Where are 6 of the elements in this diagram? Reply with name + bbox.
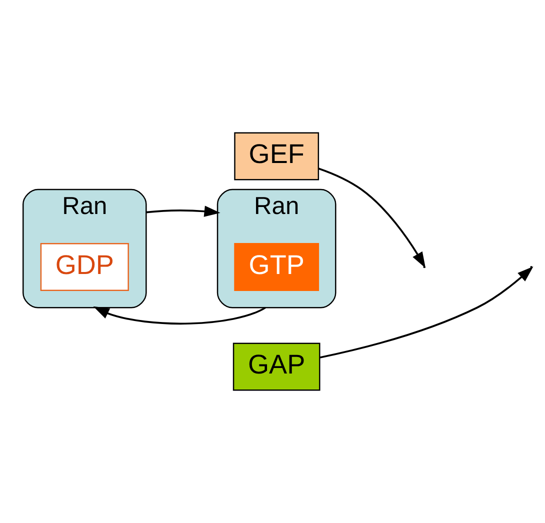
node-box: GTP <box>234 243 320 292</box>
arrow <box>93 306 266 324</box>
node-box: GEF <box>234 132 320 180</box>
arrow <box>146 206 220 217</box>
node-box: GDP <box>40 243 129 292</box>
node-box: GAP <box>232 342 320 391</box>
